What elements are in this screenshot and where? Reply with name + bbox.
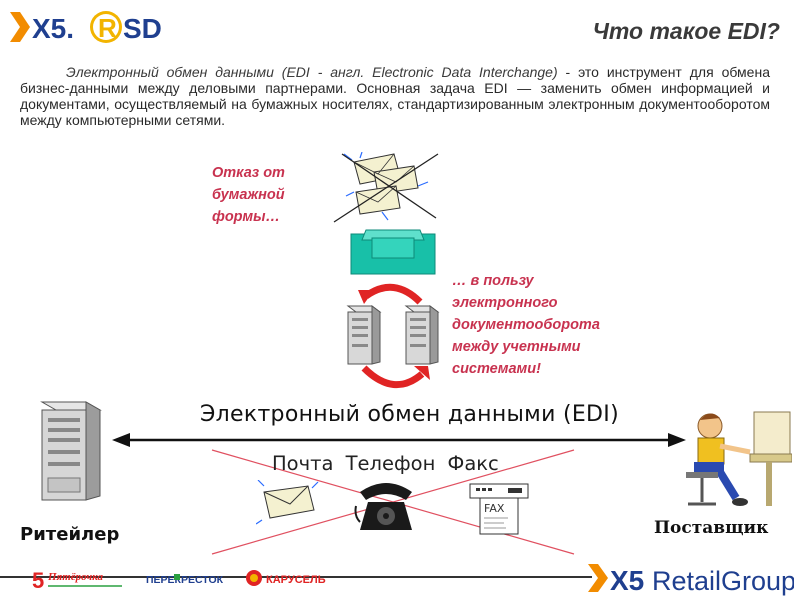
- favour-line: электронного: [452, 295, 558, 311]
- favour-line: … в пользу: [452, 273, 534, 289]
- telephone-icon: [354, 483, 412, 530]
- perekrestok-logo: ПЕРЕКРЕСТОК: [146, 574, 224, 586]
- server-right-icon: [404, 305, 440, 365]
- pyaterochka-logo: 5 Пятёрочка: [32, 568, 122, 593]
- fax-machine-icon: FAX: [469, 483, 529, 535]
- red-arrow-up-icon: [361, 365, 430, 389]
- svg-text:5: 5: [32, 568, 44, 593]
- retailer-label: Ритейлер: [20, 524, 120, 545]
- favour-line: документооборота: [452, 317, 600, 333]
- intro-lead: Электронный обмен данными (EDI - англ. E…: [66, 64, 558, 80]
- electronic-favour-caption: … в пользу электронного документооборота…: [452, 270, 652, 380]
- fax-label: FAX: [484, 502, 505, 515]
- karusel-logo: КАРУСЕЛЬ: [246, 570, 326, 586]
- logo-suffix: SD: [123, 13, 162, 44]
- red-arrow-down-icon: [358, 283, 423, 305]
- favour-line: системами!: [452, 361, 541, 377]
- partner-pyaterochka: Пятёрочка: [47, 571, 103, 583]
- crossed-envelopes-icon: [333, 152, 439, 223]
- server-left-icon: [346, 305, 382, 365]
- supplier-person-icon: [686, 411, 792, 506]
- mail-envelope-icon: [256, 480, 319, 525]
- old-channels-label: Почта Телефон Факс: [272, 452, 499, 475]
- edi-heading: Электронный обмен данными (EDI): [200, 402, 619, 427]
- retailer-server-icon: [40, 401, 102, 501]
- paper-refusal-caption: Отказ от бумажной формы…: [212, 162, 332, 228]
- x5-retail-group-logo: X5 RetailGroup: [588, 564, 794, 596]
- brand-name: RetailGroup: [652, 566, 794, 596]
- refusal-line: бумажной: [212, 187, 285, 203]
- logo-badge: R: [98, 13, 117, 43]
- logo-text: X5.: [32, 13, 74, 44]
- favour-line: между учетными: [452, 339, 581, 355]
- document-tray-icon: [350, 229, 436, 275]
- intro-paragraph: Электронный обмен данными (EDI - англ. E…: [20, 64, 770, 128]
- x5-rsd-logo: X5. R SD: [10, 11, 162, 44]
- intro-body: - это инструмент для обмена бизнес-данны…: [20, 64, 770, 128]
- edi-double-arrow: [112, 433, 686, 447]
- refusal-line: формы…: [212, 209, 280, 225]
- brand-x5: X5: [610, 565, 644, 596]
- supplier-label: Поставщик: [654, 518, 769, 538]
- slide-title: Что такое EDI?: [592, 18, 780, 44]
- footer-divider: [0, 576, 592, 578]
- refusal-line: Отказ от: [212, 165, 285, 181]
- partner-perekrestok: ПЕРЕКРЕСТОК: [146, 574, 224, 586]
- partner-karusel: КАРУСЕЛЬ: [266, 574, 326, 586]
